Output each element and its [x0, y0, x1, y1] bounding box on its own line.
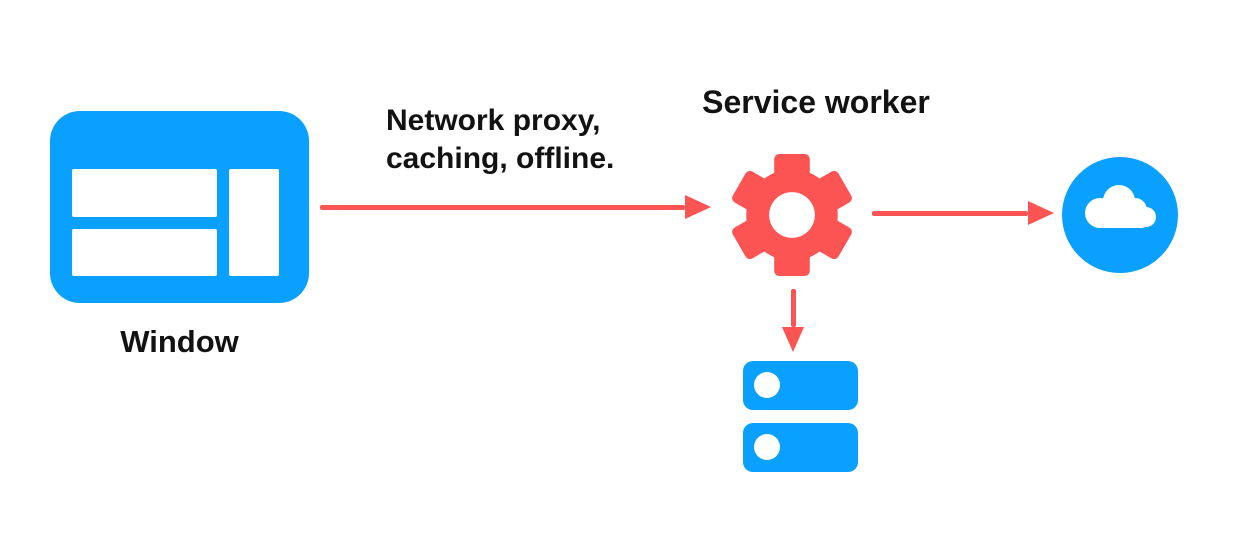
cloud-glyph — [1085, 185, 1156, 228]
arrow-window-to-service-worker — [320, 195, 711, 219]
gear-icon — [731, 153, 853, 277]
database-stack-icon — [743, 361, 858, 472]
cloud-icon — [1062, 157, 1178, 273]
edge-label-line1: Network proxy, — [386, 104, 601, 137]
edge-label-line2: caching, offline. — [386, 142, 615, 175]
service-worker-label: Service worker — [702, 84, 930, 120]
window-pane-top — [72, 169, 217, 217]
arrow-service-worker-to-cloud — [872, 201, 1054, 225]
storage-drive — [743, 423, 858, 472]
arrowhead-down-icon — [782, 327, 804, 352]
arrowhead-right-icon — [685, 195, 711, 219]
arrow-service-worker-to-storage — [782, 289, 804, 352]
window-pane-sidebar — [229, 169, 279, 276]
arrow-shaft — [872, 211, 1028, 216]
browser-window-icon — [50, 111, 309, 303]
window-pane-bottom — [72, 229, 217, 276]
arrowhead-right-icon — [1028, 201, 1054, 225]
drive-indicator-dot — [754, 434, 780, 460]
window-label: Window — [120, 324, 239, 359]
arrow-shaft — [790, 289, 796, 327]
drive-indicator-dot — [754, 372, 780, 398]
edge-label-network-proxy: Network proxy, caching, offline. — [386, 102, 686, 178]
storage-drive — [743, 361, 858, 410]
arrow-shaft — [320, 205, 685, 210]
